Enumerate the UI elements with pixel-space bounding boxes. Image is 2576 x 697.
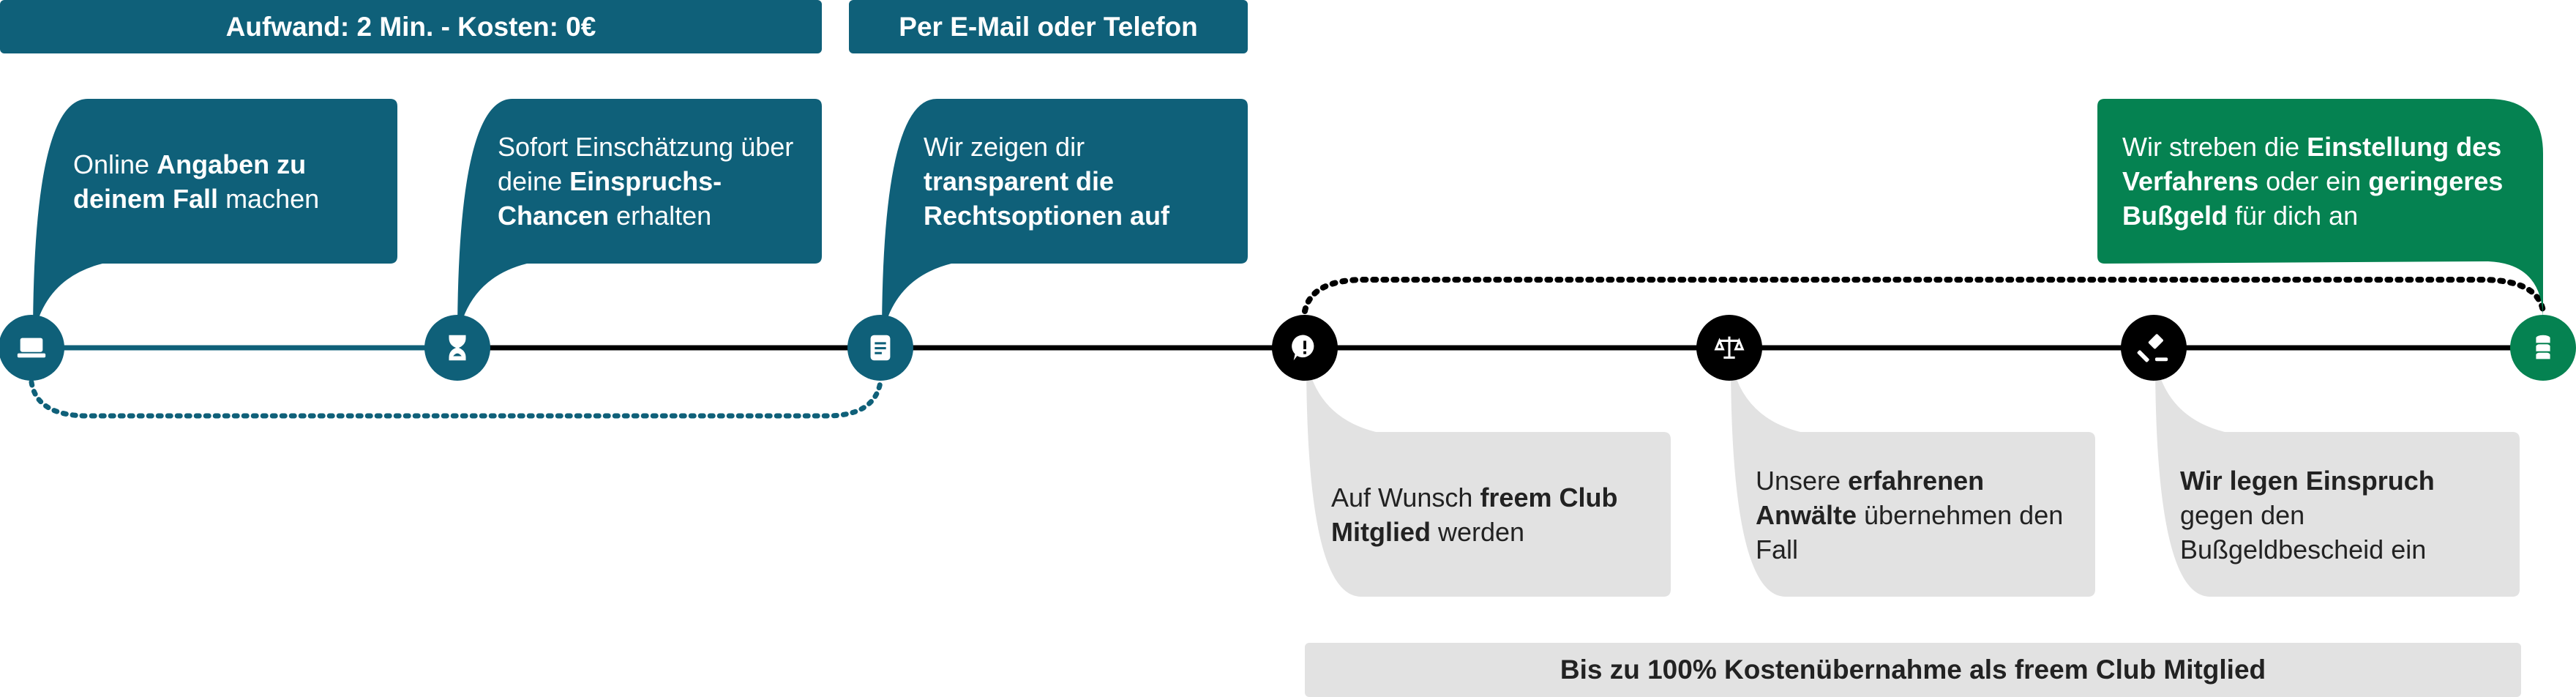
final-step-text: Wir streben die Einstellung des Verfahre… [2122, 132, 2504, 231]
hourglass-icon [424, 315, 490, 381]
bubble-shape-step1 [33, 99, 397, 339]
bubble-shape-step3 [882, 99, 1248, 339]
step6-text: Wir legen Einspruch gegen den Bußgeldbes… [2180, 465, 2435, 564]
coverage-banner: Bis zu 100% Kostenübernahme als freem Cl… [1305, 643, 2521, 697]
bubble-shape-step5 [1731, 359, 2095, 597]
document-icon [847, 315, 913, 381]
step3-text: Wir zeigen dir transparent die Rechtsopt… [924, 132, 1170, 231]
dotted-connector-bottom [29, 379, 883, 419]
step5-text: Unsere erfahrenen Anwälte übernehmen den… [1756, 465, 2064, 564]
step1-text: Online Angaben zu deinem Fall machen [73, 149, 320, 214]
bubble-shape-step6 [2155, 359, 2520, 597]
laptop-icon [0, 315, 64, 381]
contact-label: Per E-Mail oder Telefon [899, 11, 1198, 42]
effort-cost-banner: Aufwand: 2 Min. - Kosten: 0€ [0, 0, 822, 53]
step4-text: Auf Wunsch freem Club Mitglied werden [1331, 482, 1618, 547]
alert-icon [1272, 315, 1338, 381]
contact-banner: Per E-Mail oder Telefon [849, 0, 1248, 53]
step2-text: Sofort Einschätzung über deine Einspruch… [498, 132, 794, 231]
bubble-shape-step4 [1306, 359, 1671, 597]
effort-cost-label: Aufwand: 2 Min. - Kosten: 0€ [225, 11, 596, 42]
dotted-connector-top [1302, 277, 2546, 314]
gavel-icon [2121, 315, 2187, 381]
bubble-shape-step2 [457, 99, 822, 339]
bubble-shape-final [2097, 99, 2543, 321]
scales-icon [1696, 315, 1762, 381]
coins-icon [2510, 315, 2576, 381]
coverage-label: Bis zu 100% Kostenübernahme als freem Cl… [1560, 655, 2266, 685]
